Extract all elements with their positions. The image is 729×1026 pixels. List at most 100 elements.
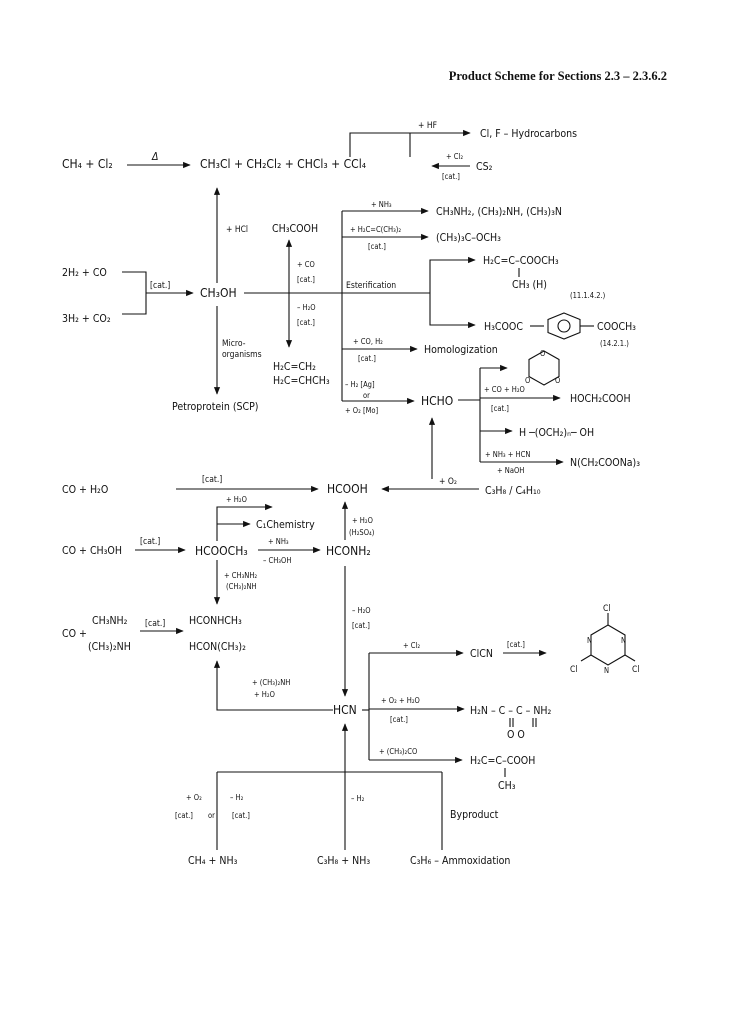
propane-butane-label: C₃H₈ / C₄H₁₀ (485, 485, 541, 497)
methyl-methacrylate-label: H₂C=C–COOCH₃ (483, 255, 559, 267)
c1-chemistry-label: C₁Chemistry (256, 519, 315, 531)
methanol-cat-label: [cat.] (150, 281, 170, 291)
co-plus-label: CO + (62, 628, 87, 640)
formaldehyde-label: HCHO (421, 394, 453, 408)
scheme-title: Product Scheme for Sections 2.3 – 2.3.6.… (449, 69, 667, 83)
dehydration-cat-label-2: [cat.] (352, 621, 370, 630)
propylene-label: H₂C=CHCH₃ (273, 375, 330, 387)
isobutene-label: + H₂C=C(CH₃)₂ (350, 225, 401, 234)
oxamide-oxygens-label: O O (507, 729, 525, 741)
n-methylformamide-label: HCONHCH₃ (189, 615, 242, 627)
dmt-arrow (429, 293, 476, 329)
cs2-cl2-label: + Cl₂ (446, 152, 463, 161)
triazine-cl-left: Cl (570, 665, 577, 675)
microorganisms-label-1: Micro- (222, 339, 246, 349)
methyl-formate-cat-label: [cat.] (140, 537, 160, 547)
cs2-label: CS₂ (476, 161, 493, 173)
amidation-nh3-label: + NH₃ (268, 537, 289, 546)
syngas-co2-label: 3H₂ + CO₂ (62, 313, 111, 325)
microorganisms-label-2: organisms (222, 350, 262, 360)
nh3-hcn-label: + NH₃ + HCN (485, 450, 530, 459)
dimethylamine-add-label: (CH₃)₂NH (226, 582, 257, 591)
water-add-label: + H₂O (254, 690, 275, 699)
hf-arrow (349, 129, 471, 157)
mma-section-ref: (11.1.4.2.) (570, 291, 606, 300)
ammonia-label: + NH₃ (371, 200, 392, 209)
sulfuric-acid-label: (H₂SO₄) (349, 528, 375, 537)
dmt-right-label: COOCH₃ (597, 321, 636, 333)
carbonylation-cat-label: [cat.] (297, 275, 315, 284)
propane-ammonia-label: C₃H₈ + NH₃ (317, 855, 370, 867)
oxygen-source-cat-label: [cat.] (175, 811, 193, 820)
formamide-label: HCONH₂ (326, 544, 371, 558)
co-h2-label: + CO, H₂ (353, 337, 383, 346)
minus-methanol-label: – CH₃OH (263, 556, 291, 565)
dimethylamine-add-label-2: + (CH₃)₂NH (252, 678, 290, 687)
mma-arrow (429, 256, 476, 293)
trioxane-o-top: O (540, 349, 545, 358)
dmt-section-ref: (14.2.1.) (600, 339, 629, 348)
glycolic-acid-label: HOCH₂COOH (570, 393, 631, 405)
propane-dehydrogenation-label: – H₂ (351, 794, 365, 803)
co-h2o-label: + CO + H₂O (484, 385, 525, 394)
heat-symbol: Δ (151, 151, 158, 163)
or-label: or (363, 391, 370, 400)
triazine-n-left: N (587, 636, 592, 645)
hcl-label: + HCl (226, 225, 248, 235)
mtbe-cat-label: [cat.] (368, 242, 386, 251)
co-methanol-reactants: CO + CH₃OH (62, 545, 122, 557)
formic-acid-label: HCOOH (327, 482, 368, 496)
oxamide-label: H₂N – C – C – NH₂ (470, 705, 551, 717)
methane-ammonia-label: CH₄ + NH₃ (188, 855, 238, 867)
dimethylformamide-label: HCON(CH₃)₂ (189, 641, 246, 653)
methanol-label: CH₃OH (200, 286, 237, 300)
chlorofluorocarbons-label: Cl, F – Hydrocarbons (480, 128, 577, 140)
co-h2o-reactants: CO + H₂O (62, 484, 108, 496)
benzene-ring-icon (547, 312, 581, 340)
triazine-cl-top: Cl (603, 604, 610, 614)
acetic-acid-label: CH₃COOH (272, 223, 318, 235)
mtbe-label: (CH₃)₃C–OCH₃ (436, 232, 501, 244)
methylamines-label: CH₃NH₂, (CH₃)₂NH, (CH₃)₃N (436, 206, 562, 218)
chlorine-label: + Cl₂ (403, 641, 420, 650)
dehydrogenation-source-cat-label: [cat.] (232, 811, 250, 820)
formic-cat-label: [cat.] (202, 475, 222, 485)
polyoxymethylene-label: H ─(OCH₂)ₙ─ OH (519, 427, 594, 439)
carbonylation-co-label: + CO (297, 260, 315, 269)
trimerization-cat-label: [cat.] (507, 640, 525, 649)
o2-h2o-label: + O₂ + H₂O (381, 696, 420, 705)
hf-label: + HF (418, 121, 437, 131)
methylamine-add-label: + CH₃NH₂ (224, 571, 257, 580)
methyl-formate-label: HCOOCH₃ (195, 544, 248, 558)
methylamine-label: CH₃NH₂ (92, 615, 128, 627)
source-or-label: or (208, 811, 215, 820)
trioxane-o-left: O (525, 376, 530, 385)
triazine-left-bond (580, 654, 592, 662)
dehydration-label: – H₂O (297, 303, 316, 312)
oxygen-label: + O₂ (439, 477, 457, 487)
methacrylic-acid-methyl-label: CH₃ (498, 780, 516, 792)
cs2-cat-label: [cat.] (442, 172, 460, 181)
triazine-ring-icon (590, 624, 626, 666)
ammoxidation-label: C₃H₆ – Ammoxidation (410, 855, 510, 867)
triazine-right-bond (624, 654, 636, 662)
methacrylic-acid-label: H₂C=C–COOH (470, 755, 535, 767)
homolog-cat-label: [cat.] (358, 354, 376, 363)
byproduct-label: Byproduct (450, 809, 499, 821)
acetone-label: + (CH₃)₂CO (379, 747, 417, 756)
esterification-label: Esterification (346, 281, 396, 291)
triazine-cl-right: Cl (632, 665, 639, 675)
nta-label: N(CH₂COONa)₃ (570, 457, 640, 469)
ethylene-label: H₂C=CH₂ (273, 361, 316, 373)
amine-carbonylation-cat-label: [cat.] (145, 619, 165, 629)
methane-chlorine-reactants: CH₄ + Cl₂ (62, 157, 113, 171)
mma-substituent-label: CH₃ (H) (512, 279, 547, 291)
oxygen-source-label: + O₂ (186, 793, 202, 802)
homologization-label: Homologization (424, 344, 498, 356)
benzene-aromatic-icon (557, 319, 571, 333)
syngas-co-label: 2H₂ + CO (62, 267, 107, 279)
dehydrogenation-source-label: – H₂ (230, 793, 244, 802)
triazine-n-right: N (621, 636, 626, 645)
naoh-label: + NaOH (497, 466, 524, 475)
